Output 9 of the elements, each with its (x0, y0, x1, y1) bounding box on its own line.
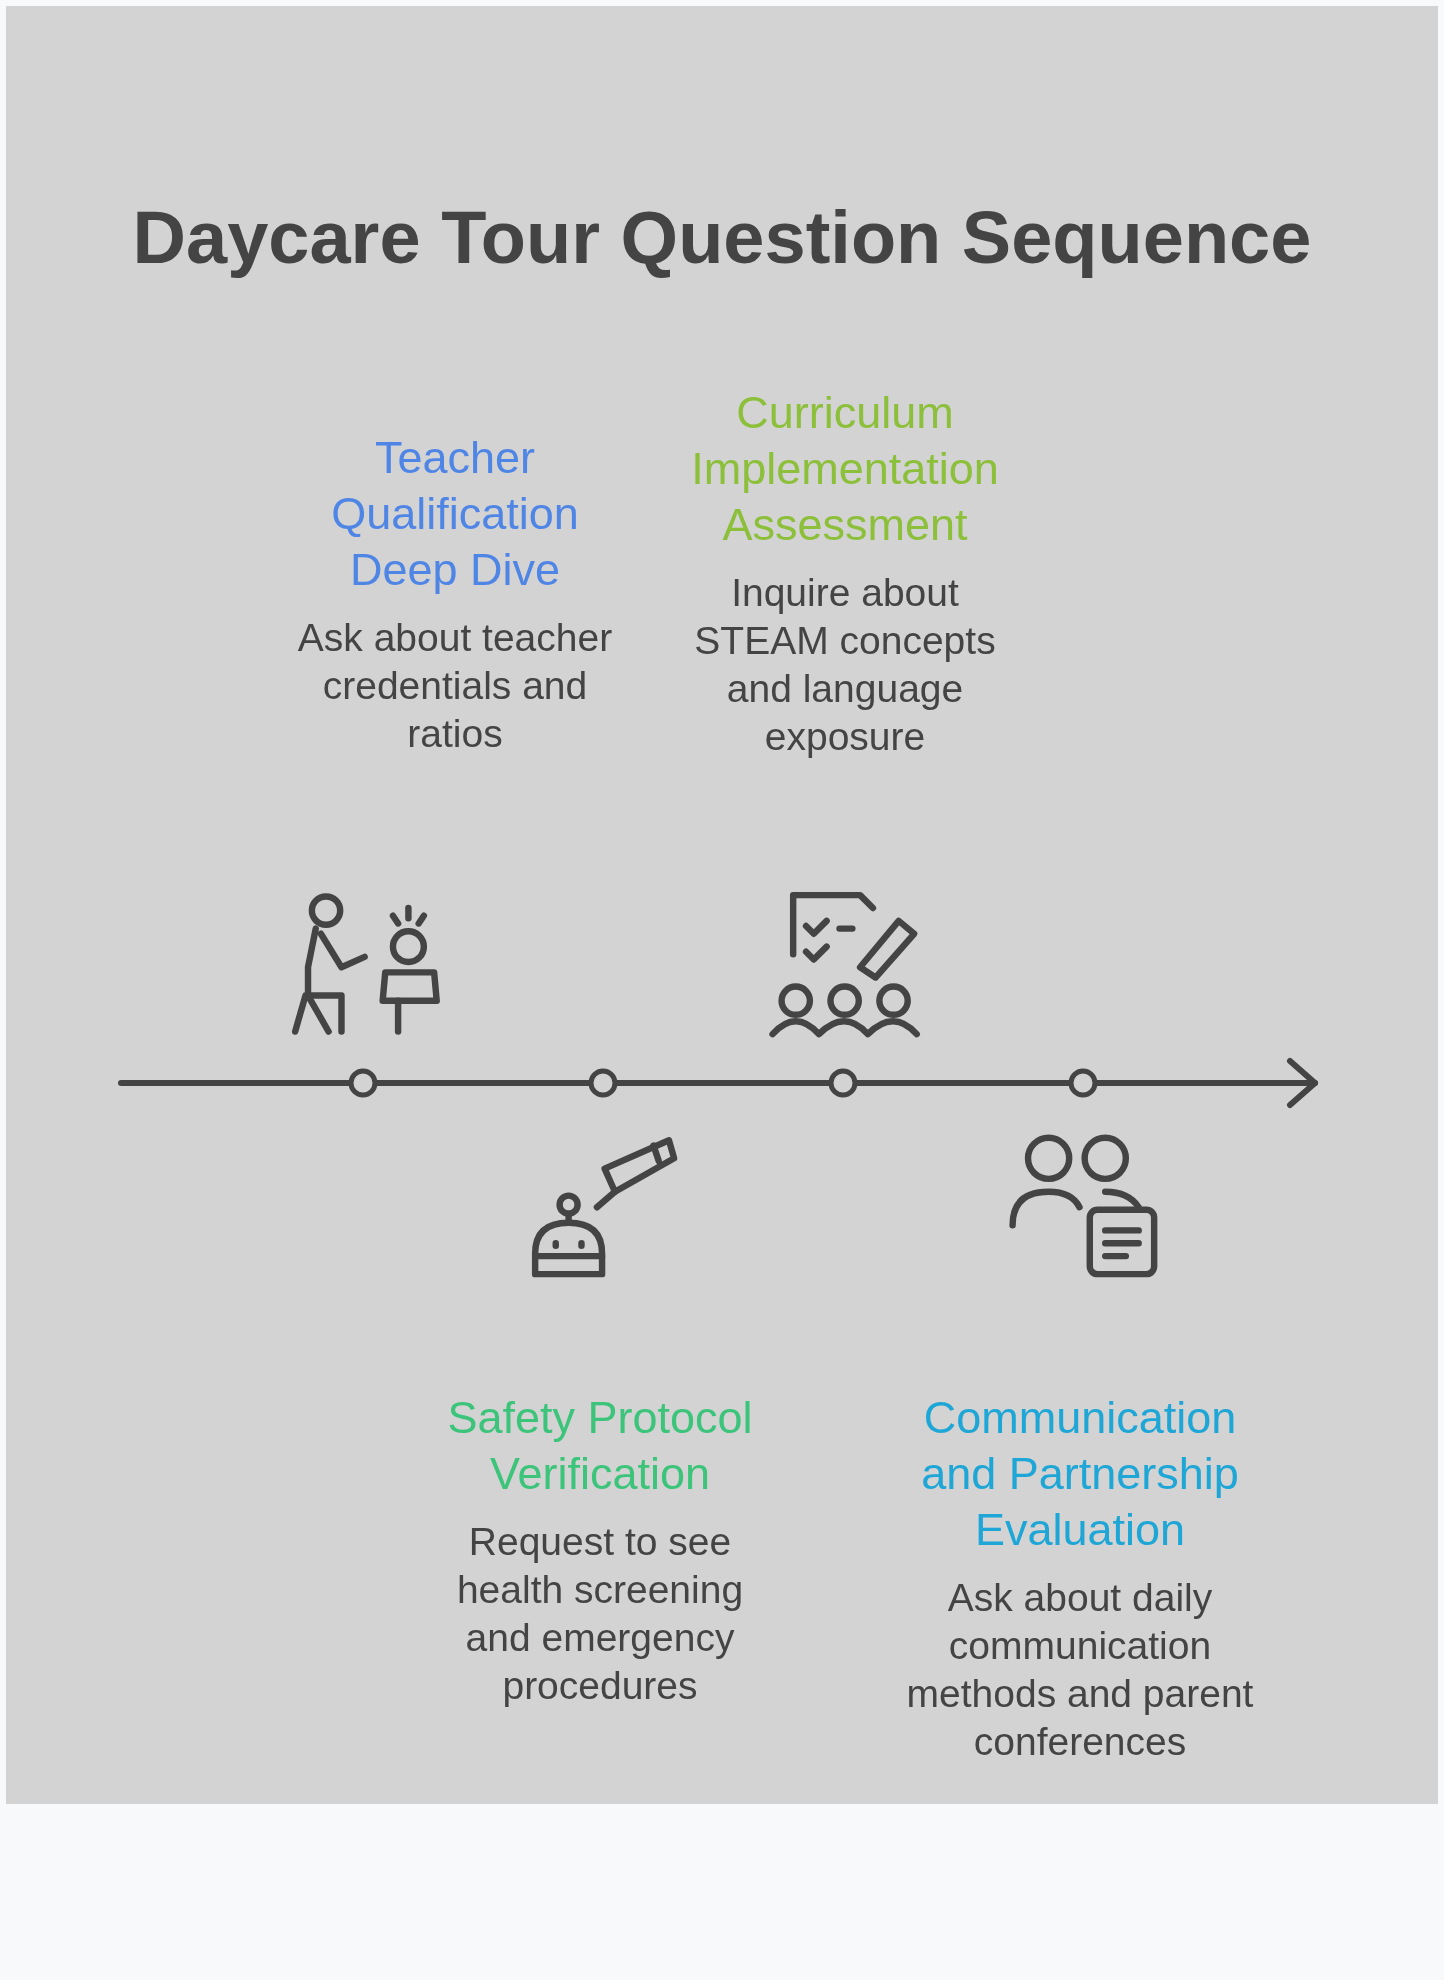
step-description: Ask about daily communication methods and parent conferences (905, 1575, 1255, 1765)
step-heading: Teacher Qualification Deep Dive (330, 431, 580, 597)
step-heading: Curriculum Implementation Assessment (690, 386, 1000, 552)
step-heading: Communication and Partnership Evaluation (920, 1391, 1240, 1557)
title: Daycare Tour Question Sequence (131, 195, 1313, 280)
step-heading: Safety Protocol Verification (446, 1391, 754, 1501)
step-description: Inquire about STEAM concepts and language exposure (693, 570, 997, 760)
step-description: Request to see health screening and emergency procedures (455, 1519, 745, 1709)
step-description: Ask about teacher credentials and ratios (296, 615, 614, 757)
